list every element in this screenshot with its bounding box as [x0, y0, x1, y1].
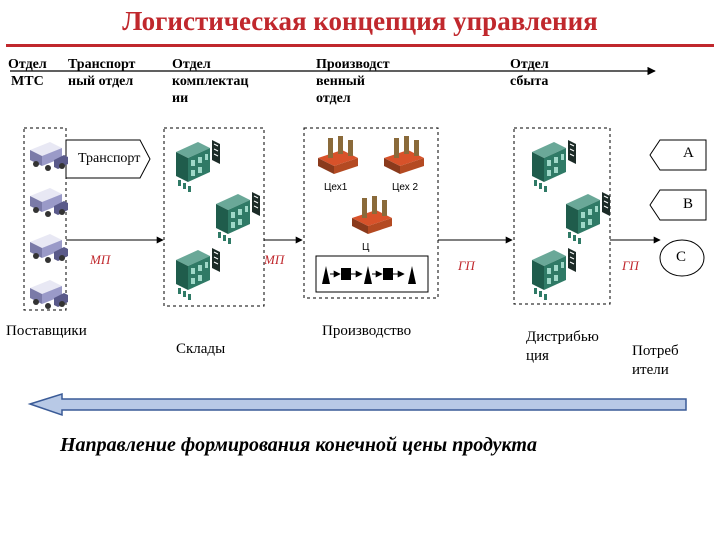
workshop-2-label: Цех 2 — [392, 182, 419, 193]
stage-distribution-line1: Дистрибью — [526, 329, 599, 345]
page-title: Логистическая концепция управления — [122, 6, 598, 36]
dept-production-line3: отдел — [316, 91, 351, 106]
consumer-c-label: С — [676, 249, 687, 265]
truck-icon — [30, 234, 68, 263]
warehouse-icon — [215, 191, 261, 245]
workshop-3-label: Ц — [362, 242, 370, 253]
dept-production-line1: Производст — [316, 57, 390, 72]
transport-arrow-shape — [65, 139, 151, 179]
factory-icon — [352, 196, 392, 234]
truck-icon — [30, 280, 68, 309]
flow-label-mp-1: МП — [90, 252, 111, 267]
factory-icon — [384, 136, 424, 174]
transport-label: Транспорт — [78, 151, 141, 166]
flow-label-mp-2: МП — [264, 252, 285, 267]
suppliers-box — [23, 127, 67, 311]
dept-sales: Отдел сбыта — [510, 56, 549, 90]
stage-distribution: Дистрибью ция — [526, 328, 599, 366]
workshop-1-label: Цех1 — [324, 182, 348, 193]
flow-label-gp-2: ГП — [622, 258, 639, 273]
stage-consumers-line2: ители — [632, 362, 669, 378]
stage-consumers: Потреб ители — [632, 342, 679, 380]
stage-warehouses: Склады — [176, 341, 226, 357]
dept-transport-line2: ный отдел — [68, 74, 134, 89]
consumer-a-shape — [649, 139, 707, 171]
warehouses-box — [163, 127, 265, 307]
dept-komplekt-line2: комплектац — [172, 74, 249, 89]
dept-production-line2: венный — [316, 74, 365, 89]
factory-icon — [318, 136, 358, 174]
flow-label-gp-1: ГП — [458, 258, 475, 273]
consumer-b-shape — [649, 189, 707, 221]
dept-mts-line2: МТС — [11, 74, 44, 89]
distribution-building-icon — [531, 247, 577, 301]
stage-distribution-line2: ция — [526, 348, 549, 364]
truck-icon — [30, 142, 68, 171]
distribution-box — [513, 127, 611, 305]
dept-mts: Отдел МТС — [8, 56, 47, 90]
dept-sales-line1: Отдел — [510, 57, 549, 72]
dept-transport: Транспорт ный отдел — [68, 56, 135, 90]
truck-icon — [30, 188, 68, 217]
dept-komplekt: Отдел комплектац ии — [172, 56, 248, 107]
price-direction-caption: Направление формирования конечной цены п… — [60, 434, 537, 456]
dept-komplekt-line1: Отдел — [172, 57, 211, 72]
production-line-icon — [322, 266, 416, 284]
dept-sales-line2: сбыта — [510, 74, 549, 89]
consumer-a-label: А — [683, 145, 694, 161]
stage-production: Производство — [322, 323, 412, 339]
dept-komplekt-line3: ии — [172, 91, 189, 106]
distribution-building-icon — [531, 139, 577, 193]
warehouse-icon — [175, 247, 221, 301]
dept-mts-line1: Отдел — [8, 57, 47, 72]
production-box — [303, 127, 439, 299]
stage-suppliers: Поставщики — [6, 323, 87, 339]
consumer-b-label: В — [683, 196, 694, 212]
dept-production: Производст венный отдел — [316, 56, 390, 107]
dept-transport-line1: Транспорт — [68, 57, 136, 72]
price-direction-arrow — [27, 392, 687, 417]
stage-consumers-line1: Потреб — [632, 343, 679, 359]
title-underline — [6, 44, 714, 47]
consumer-c-shape — [659, 239, 705, 277]
warehouse-icon — [175, 139, 221, 193]
distribution-building-icon — [565, 191, 611, 245]
